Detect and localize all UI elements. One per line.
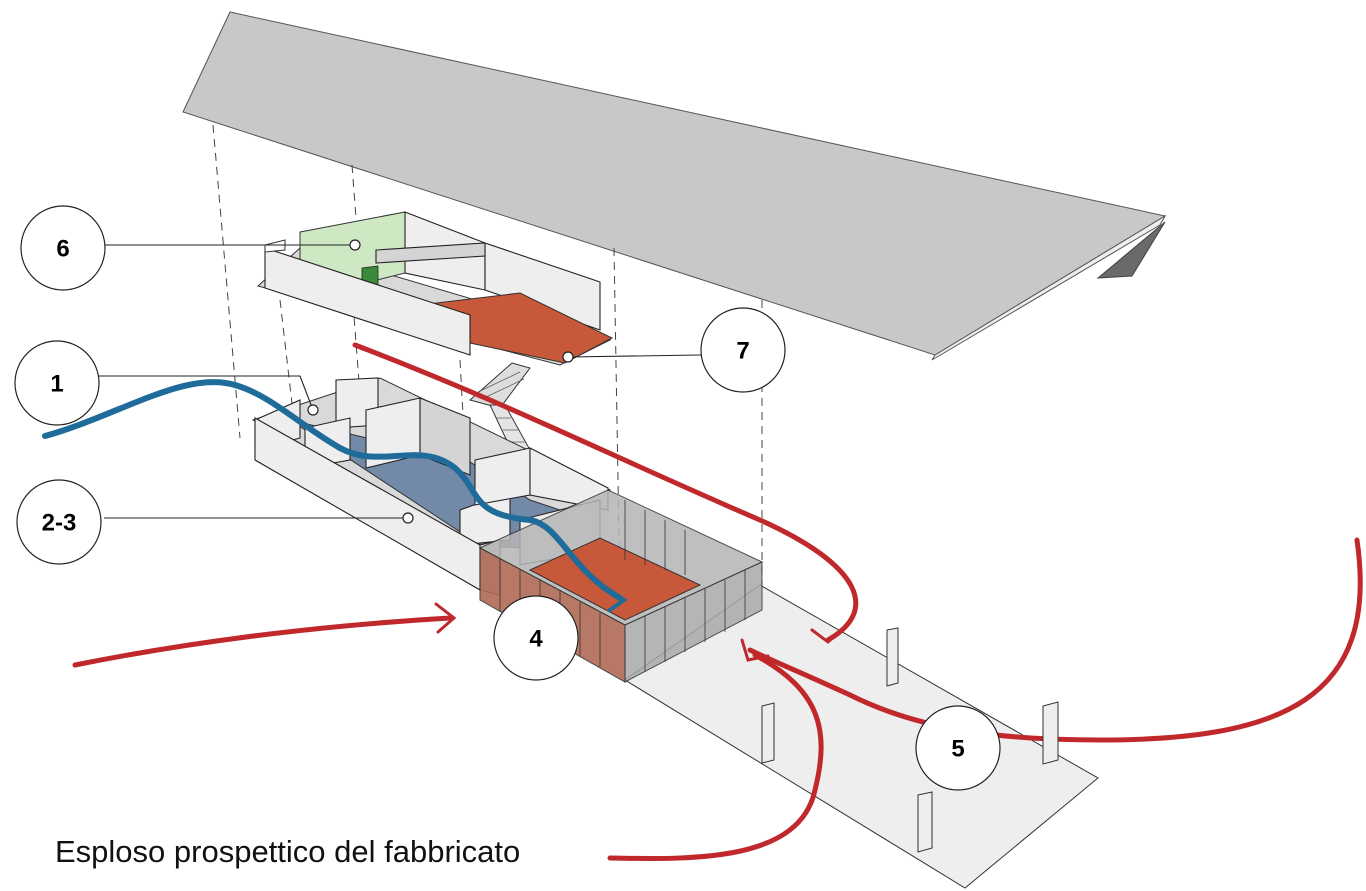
callout-7: 7 <box>700 307 786 393</box>
callout-label: 5 <box>951 736 964 763</box>
callout-label: 1 <box>50 371 63 398</box>
red-arrow-top <box>352 342 859 643</box>
callout-6: 6 <box>20 205 106 291</box>
callout-label: 7 <box>736 338 749 365</box>
blue-path <box>42 379 623 601</box>
callout-1: 1 <box>14 340 100 426</box>
leader-lines <box>99 239 702 524</box>
callout-5: 5 <box>915 705 1001 791</box>
red-arrow-left <box>72 615 453 668</box>
diagram-caption: Esploso prospettico del fabbricato <box>55 834 521 869</box>
pillars <box>761 627 1059 853</box>
callout-label: 4 <box>529 626 543 653</box>
red-arrow-caption <box>607 652 824 862</box>
roof <box>182 11 1167 361</box>
callout-4: 4 <box>493 595 579 681</box>
callout-label: 6 <box>56 236 69 263</box>
upper-floor <box>256 211 614 366</box>
glass-box <box>478 489 764 683</box>
callout-2-3: 2-3 <box>16 479 102 565</box>
callout-label: 2-3 <box>42 510 77 537</box>
